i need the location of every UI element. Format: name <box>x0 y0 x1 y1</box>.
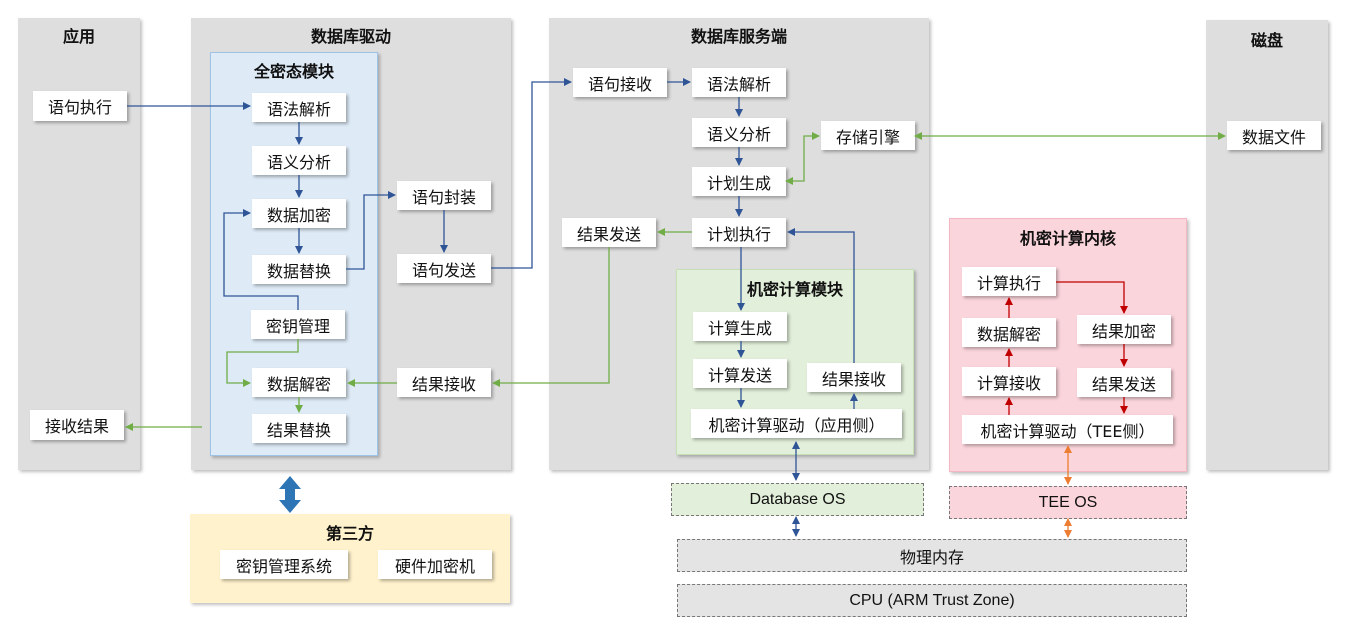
database-os-layer: Database OS <box>671 483 924 516</box>
tee-os-layer: TEE OS <box>949 486 1187 519</box>
driver-result-receive: 结果接收 <box>397 368 491 397</box>
server-statement-receive: 语句接收 <box>573 68 667 97</box>
driver-data-replace: 数据替换 <box>252 255 346 284</box>
third-party-double-arrow <box>279 476 301 513</box>
driver-semantic-analysis: 语义分析 <box>252 146 346 175</box>
disk-panel: 磁盘 <box>1206 20 1328 470</box>
driver-statement-wrap: 语句封装 <box>397 181 491 210</box>
server-semantic-analysis: 语义分析 <box>692 118 786 147</box>
driver-panel-title: 数据库驱动 <box>310 27 391 46</box>
driver-data-decrypt: 数据解密 <box>252 368 346 397</box>
third-party-hsm: 硬件加密机 <box>378 550 492 579</box>
disk-data-file: 数据文件 <box>1227 121 1321 150</box>
kernel-conf-driver-tee-side: 机密计算驱动（TEE侧） <box>962 415 1173 444</box>
server-storage-engine: 存储引擎 <box>821 121 915 150</box>
driver-syntax-parse: 语法解析 <box>252 93 346 122</box>
confidential-compute-kernel-title: 机密计算内核 <box>1019 229 1116 248</box>
driver-result-replace: 结果替换 <box>252 414 346 443</box>
kernel-result-send: 结果发送 <box>1077 368 1171 397</box>
server-conf-driver-app-side: 机密计算驱动（应用侧） <box>691 409 902 438</box>
arrow-key-to-encrypt <box>223 209 299 310</box>
server-compute-generate: 计算生成 <box>693 312 787 341</box>
arrow-result-send-to-driver <box>492 247 610 387</box>
app-statement-execute: 语句执行 <box>33 91 127 121</box>
arrow-plan-storage <box>785 132 820 185</box>
app-receive-result: 接收结果 <box>30 410 124 440</box>
server-syntax-parse: 语法解析 <box>692 68 786 97</box>
driver-statement-send: 语句发送 <box>397 254 491 283</box>
full-encryption-module-title: 全密态模块 <box>253 62 334 81</box>
kernel-compute-receive: 计算接收 <box>962 367 1056 396</box>
server-plan-execute: 计划执行 <box>692 218 786 247</box>
arrow-key-to-decrypt <box>226 339 299 387</box>
driver-data-encrypt: 数据加密 <box>252 199 346 228</box>
arrow-send-to-server <box>491 78 572 269</box>
server-result-send: 结果发送 <box>562 218 656 247</box>
server-compute-result-receive: 结果接收 <box>807 363 901 392</box>
disk-panel-title: 磁盘 <box>1250 31 1283 50</box>
kernel-data-decrypt: 数据解密 <box>962 318 1056 347</box>
server-plan-generate: 计划生成 <box>692 167 786 196</box>
cpu-layer: CPU (ARM Trust Zone) <box>677 584 1187 617</box>
kernel-compute-execute: 计算执行 <box>962 267 1056 296</box>
arrow-compute-result-to-plan-exec <box>787 228 855 363</box>
physical-memory-layer: 物理内存 <box>677 539 1187 572</box>
driver-key-management: 密钥管理 <box>251 310 345 339</box>
kernel-result-encrypt: 结果加密 <box>1077 315 1171 344</box>
third-party-kms: 密钥管理系统 <box>220 550 348 579</box>
arrow-replace-to-wrap <box>346 191 396 270</box>
server-panel-title: 数据库服务端 <box>690 27 787 46</box>
third-party-panel-title: 第三方 <box>325 524 374 543</box>
app-panel-title: 应用 <box>62 27 95 46</box>
server-compute-send: 计算发送 <box>693 359 787 388</box>
confidential-compute-module-title: 机密计算模块 <box>746 280 843 299</box>
